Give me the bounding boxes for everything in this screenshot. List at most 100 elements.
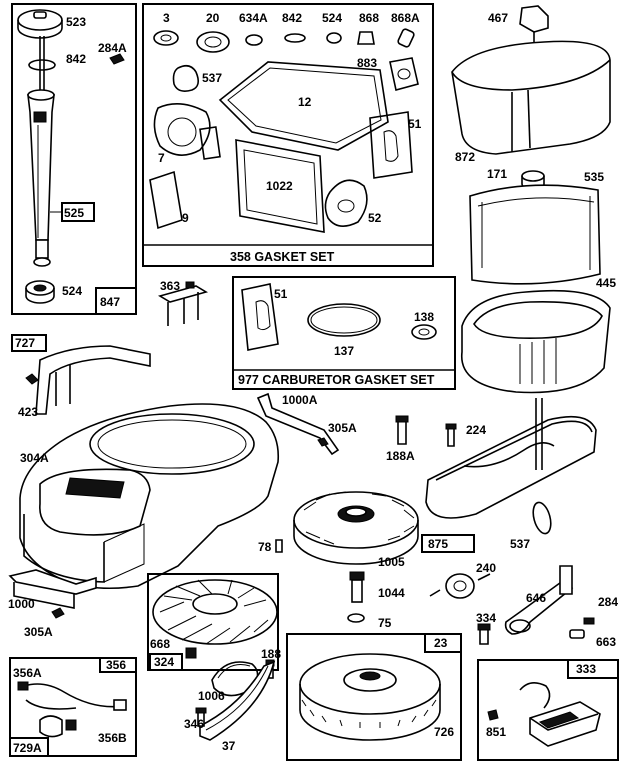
gasket-51 [369, 111, 413, 179]
screw-78 [275, 539, 283, 553]
bracket-1000 [8, 569, 97, 595]
label-868: 868 [359, 11, 379, 25]
label-842b: 842 [282, 11, 302, 25]
label-304a: 304A [20, 451, 49, 465]
label-75: 75 [378, 616, 392, 630]
washer-138 [411, 324, 437, 340]
gasket-9 [149, 170, 183, 230]
dipstick-group: 523 842 284A 525 524 847 [11, 3, 137, 315]
screw-305a [51, 607, 65, 619]
label-524b: 524 [322, 11, 342, 25]
label-535: 535 [584, 170, 604, 184]
ignition-frame [477, 659, 619, 761]
baffle-37 [199, 660, 276, 741]
nut-663 [569, 629, 585, 639]
label-324: 324 [154, 655, 174, 669]
carb-gasket-set-frame [232, 276, 456, 390]
nut-171 [521, 170, 545, 182]
label-356: 356 [106, 658, 126, 672]
label-box-875 [421, 534, 475, 553]
label-727: 727 [15, 336, 35, 350]
flywheel-group: 23 726 [286, 633, 462, 761]
label-box-356 [99, 657, 137, 673]
cylinder-gasket [218, 61, 389, 151]
washer-75 [347, 613, 365, 623]
label-20: 20 [206, 11, 220, 25]
rewind-screen-group: 668 324 [147, 573, 279, 671]
carb-gasket-set-caption: 977 CARBURETOR GASKET SET [238, 373, 435, 387]
governor-clamp-group: 363 [157, 279, 209, 326]
left-bracket-group: 1000 305A [8, 569, 97, 639]
gasket-883 [389, 57, 419, 91]
label-363: 363 [160, 279, 180, 293]
nut-1044 [351, 579, 363, 603]
screw [109, 53, 125, 65]
bracket-1000a [256, 392, 340, 456]
label-78: 78 [258, 540, 272, 554]
label-851: 851 [486, 725, 506, 739]
label-333: 333 [576, 662, 596, 676]
harness-frame [9, 657, 137, 757]
label-356b: 356B [98, 731, 127, 745]
label-51a: 51 [408, 117, 422, 131]
label-1000: 1000 [8, 597, 35, 611]
label-847: 847 [100, 295, 120, 309]
label-52: 52 [368, 211, 382, 225]
gasket-537b [532, 501, 552, 535]
label-137: 137 [334, 344, 354, 358]
label-284a: 284A [98, 41, 127, 55]
air-filter-group: 171 535 445 [461, 167, 616, 394]
label-423: 423 [18, 405, 38, 419]
label-1005: 1005 [378, 555, 405, 569]
air-cleaner-base [425, 415, 597, 519]
label-188a: 188A [386, 449, 415, 463]
shroud-727 [35, 345, 151, 415]
label-842: 842 [66, 52, 86, 66]
screen-frame [147, 573, 279, 671]
label-868a: 868A [391, 11, 420, 25]
gasket-1022 [235, 139, 325, 233]
screw-851 [487, 709, 499, 721]
gasket-set-group: 3 20 634A 842 524 868 868A 537 883 12 7 … [142, 3, 434, 267]
label-23: 23 [434, 636, 448, 650]
label-872: 872 [455, 150, 475, 164]
o-ring-137 [307, 303, 381, 337]
label-box-727 [11, 334, 47, 352]
throttle-group: 646 284 334 663 [476, 565, 618, 649]
label-224: 224 [466, 423, 486, 437]
dipstick-kit-frame [11, 3, 137, 315]
label-668: 668 [150, 637, 170, 651]
label-9: 9 [182, 211, 189, 225]
label-356a: 356A [13, 666, 42, 680]
air-filter [461, 289, 611, 394]
air-cleaner-cover [451, 40, 611, 155]
shroud-727-group: 727 423 [11, 334, 151, 419]
label-284b: 284 [598, 595, 618, 609]
label-7: 7 [158, 151, 165, 165]
label-box-729a [9, 737, 49, 757]
label-12: 12 [298, 95, 312, 109]
label-729a: 729A [13, 741, 42, 755]
oil-seal [153, 30, 179, 46]
label-box-324 [149, 653, 183, 671]
gasket-set-frame [142, 3, 434, 267]
screen-group: 78 1044 75 [258, 539, 405, 630]
air-cleaner-base-group: 875 537 [421, 398, 597, 553]
label-883: 883 [357, 56, 377, 70]
ignition-group: 333 851 [477, 659, 619, 761]
label-537b: 537 [510, 537, 530, 551]
cover-knob [519, 5, 549, 33]
air-cleaner-cover-group: 467 872 [451, 5, 611, 164]
flywheel [299, 653, 441, 715]
flywheel-frame [286, 633, 462, 761]
label-646: 646 [526, 591, 546, 605]
grass-screen [152, 579, 278, 645]
label-1044: 1044 [378, 586, 405, 600]
gasket-537 [172, 64, 200, 92]
label-box-333 [567, 659, 619, 679]
label-1006: 1006 [198, 689, 225, 703]
bracket-group: 1000A 305A 188A 224 [256, 392, 486, 463]
screw-423 [25, 373, 39, 385]
label-467: 467 [488, 11, 508, 25]
gasket-7 [153, 103, 211, 156]
